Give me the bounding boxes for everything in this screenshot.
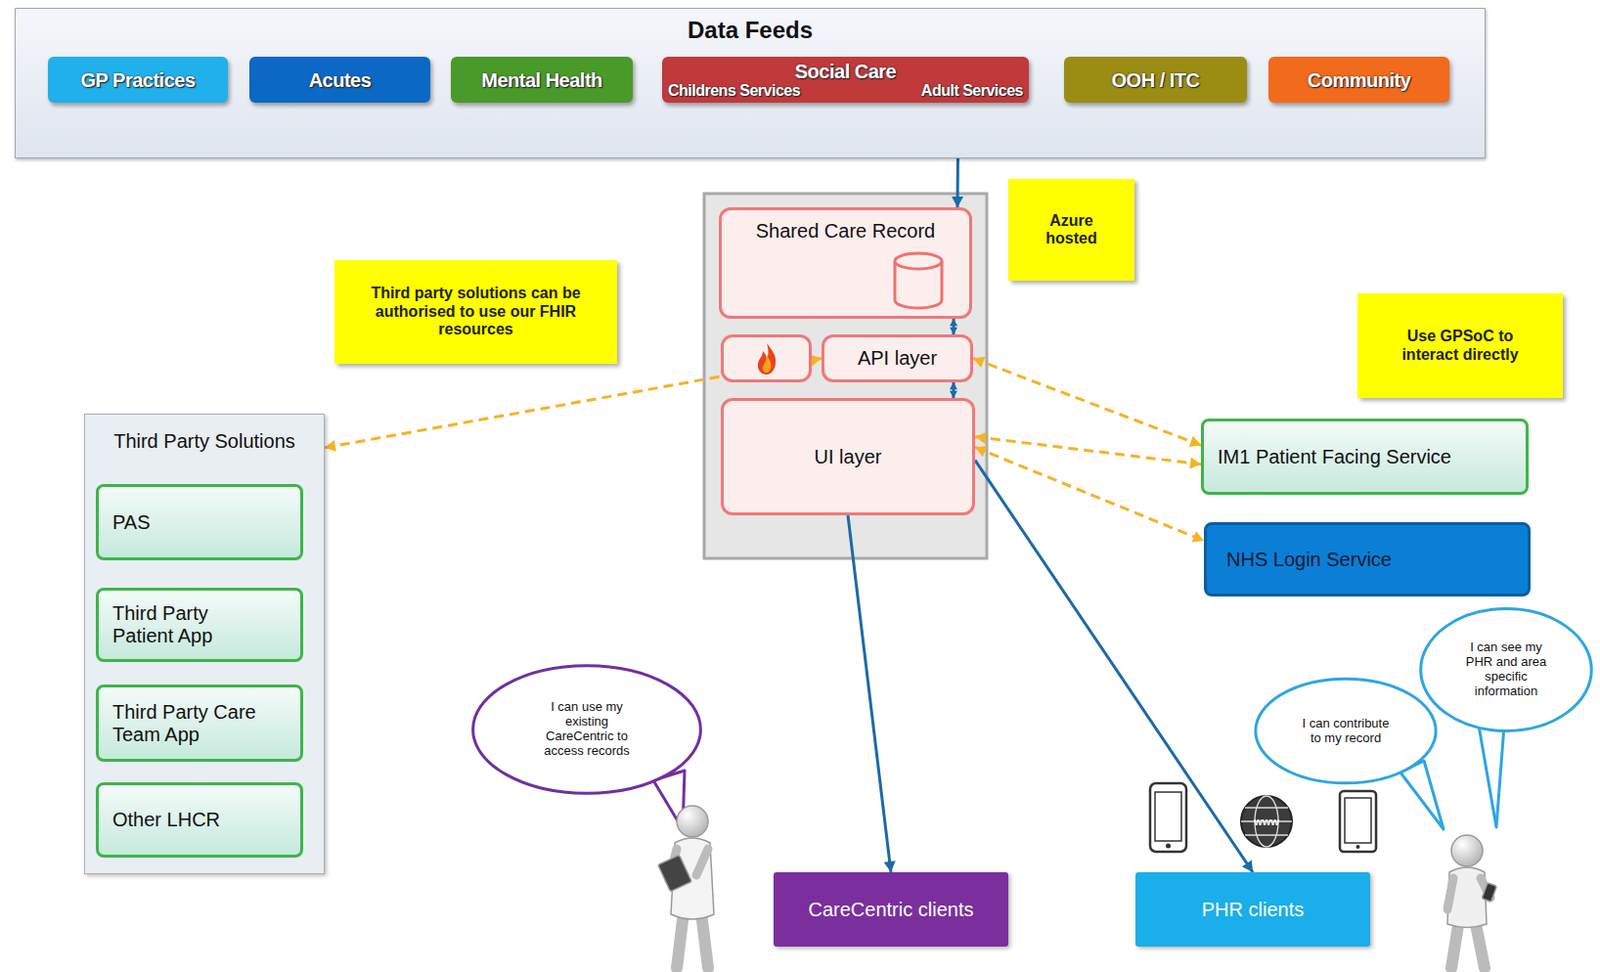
service-box: IM1 Patient Facing Service: [1200, 418, 1529, 495]
connector: [847, 515, 896, 873]
arrow-head: [949, 382, 958, 390]
node-heading: Social Care: [795, 60, 896, 83]
layer-box: API layer: [821, 334, 974, 383]
system-box: Third Party Patient App: [95, 587, 304, 663]
connector-line: [975, 446, 1204, 541]
layer-box: UI layer: [720, 398, 976, 516]
feed-box: Acutes: [249, 56, 431, 103]
arrow-head: [1242, 859, 1253, 873]
arrow-head: [1189, 456, 1201, 469]
arrow-head: [949, 318, 958, 326]
node-label: Use GPSoC to interact directly: [1386, 327, 1534, 364]
sticky-note: Use GPSoC to interact directly: [1357, 293, 1563, 399]
feed-box: Community: [1268, 56, 1450, 103]
service-box: NHS Login Service: [1203, 522, 1531, 597]
arrow-head: [884, 860, 896, 873]
node-label: Third party solutions can be authorised …: [354, 284, 599, 339]
node-label: NHS Login Service: [1226, 548, 1392, 572]
node-label: Third Party Care Team App: [112, 701, 260, 747]
arrow-head: [949, 327, 958, 335]
connector: [975, 432, 1201, 470]
globe-icon: [1241, 796, 1292, 847]
subtitle-row: Childrens Services Adult Services: [667, 82, 1023, 100]
node-label: Shared Care Record: [755, 220, 935, 243]
phone-icon: [1150, 783, 1187, 852]
arrow-head: [973, 356, 985, 368]
feed-box: OOH / ITC: [1064, 56, 1247, 103]
arrow-head: [324, 440, 337, 452]
system-box: Other LHCR: [95, 782, 304, 858]
feed-box: Social CareChildrens Services Adult Servi…: [662, 56, 1029, 103]
arrow-head: [1189, 436, 1201, 447]
speech-bubble: I can use my existing CareCentric to acc…: [469, 663, 705, 797]
node-label: Acutes: [309, 69, 372, 91]
connector-line: [973, 358, 1201, 446]
hosting-container: [704, 193, 987, 559]
record-store-box: Shared Care Record: [718, 207, 973, 319]
connector: [975, 445, 1204, 542]
arrow-head: [975, 445, 987, 457]
node-label: Third Party Patient App: [112, 602, 260, 648]
node-label: UI layer: [814, 445, 883, 469]
fhir-flame-icon: [747, 339, 787, 379]
node-label: IM1 Patient Facing Service: [1217, 445, 1452, 469]
connector: [949, 318, 958, 335]
node-label: Other LHCR: [112, 808, 221, 832]
system-box: Third Party Care Team App: [95, 684, 304, 762]
patient-figure: [1447, 835, 1497, 969]
node-label: CareCentric clients: [808, 898, 975, 922]
client-box: CareCentric clients: [773, 872, 1009, 947]
speech-bubble: I can see my PHR and area specific infor…: [1418, 606, 1595, 734]
node-label: Azure hosted: [1032, 212, 1112, 249]
node-label: Data Feeds: [687, 16, 813, 45]
node-subtitle: Adult Services: [921, 82, 1023, 100]
bubble-tail: [1478, 725, 1505, 828]
connector: [949, 382, 958, 399]
node-label: I can see my PHR and area specific infor…: [1457, 640, 1556, 700]
node-label: I can use my existing CareCentric to acc…: [532, 700, 642, 759]
connector-line: [847, 515, 891, 873]
feed-box: GP Practices: [47, 56, 228, 103]
doctor-figure: [658, 805, 714, 969]
sticky-note: Third party solutions can be authorised …: [334, 260, 618, 364]
feed-box: Mental Health: [450, 56, 633, 103]
arrow-head: [949, 391, 958, 399]
node-label: API layer: [857, 347, 937, 370]
node-label: GP Practices: [80, 69, 195, 91]
database-icon: [891, 251, 945, 311]
node-label: I can contribute to my record: [1300, 716, 1391, 747]
data-feeds-band: Data Feeds GP Practices Acutes Mental Healt…: [14, 7, 1486, 159]
tablet-icon: [1339, 791, 1377, 852]
node-label: Mental Health: [481, 69, 603, 91]
arrow-head: [951, 196, 964, 208]
sticky-note: Azure hosted: [1008, 178, 1135, 281]
node-label: Third Party Solutions: [113, 430, 296, 453]
node-label: PAS: [112, 511, 151, 534]
group-panel: Third Party SolutionsPAS Third Party Pati…: [84, 413, 325, 875]
arrow-head: [1192, 531, 1204, 542]
node-label: OOH / ITC: [1111, 69, 1200, 91]
system-box: PAS: [95, 484, 304, 561]
globe-text: www: [1253, 815, 1280, 828]
node-label: Community: [1307, 69, 1412, 91]
speech-bubble: I can contribute to my record: [1252, 676, 1439, 786]
fire-icon-box: [720, 334, 812, 383]
node-label: PHR clients: [1201, 898, 1304, 922]
bubble-tail: [1400, 760, 1444, 830]
node-subtitle: Childrens Services: [667, 82, 800, 100]
arrow-head: [975, 432, 987, 445]
connector: [973, 356, 1201, 447]
client-box: PHR clients: [1135, 872, 1371, 947]
